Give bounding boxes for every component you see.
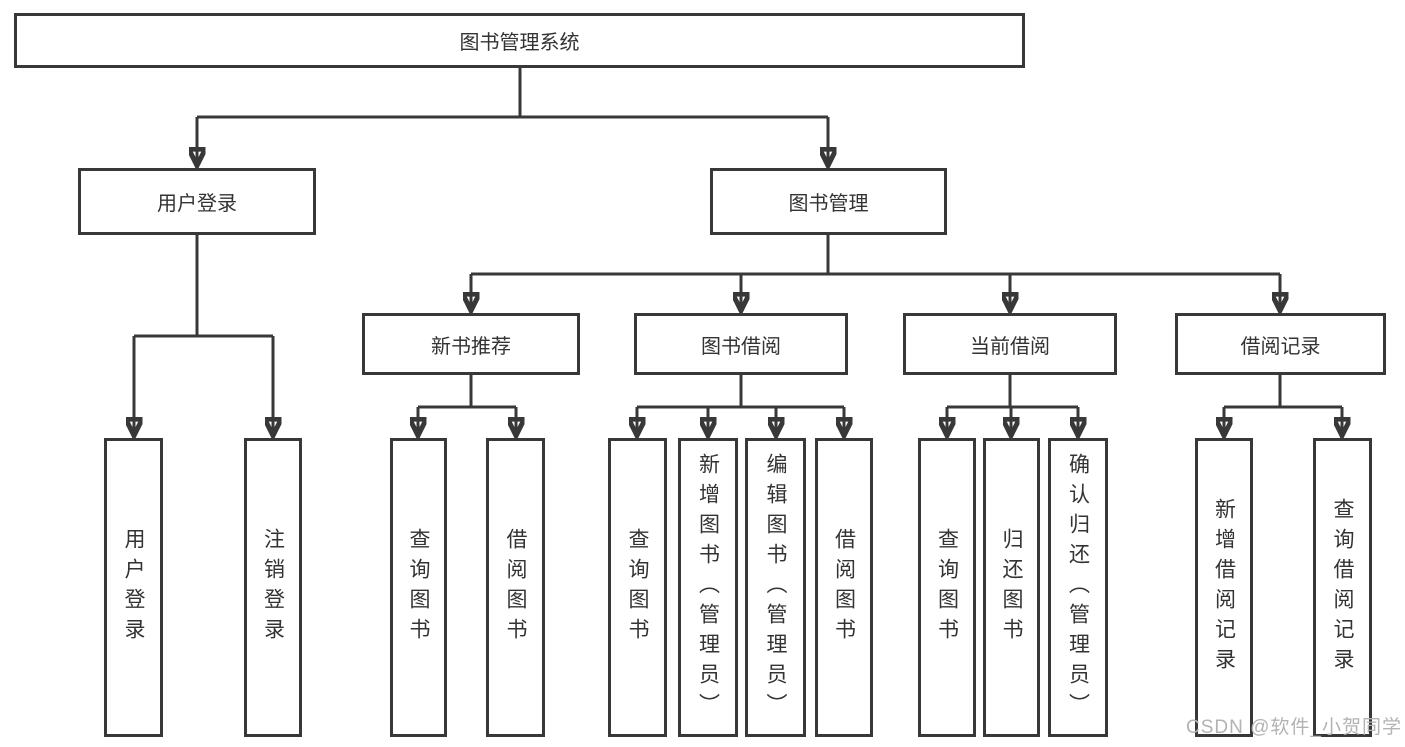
node-book-management: 图书管理: [710, 168, 947, 235]
node-user-login: 用户登录: [78, 168, 316, 235]
leaf-borrow-books-borrowing: 借阅图书: [815, 438, 873, 737]
node-current-borrowing: 当前借阅: [903, 313, 1117, 375]
connector-current-borrow-children: [947, 375, 1078, 434]
leaf-add-books-admin: 新增图书（管理员）: [678, 438, 738, 737]
leaf-confirm-return-admin: 确认归还（管理员）: [1048, 438, 1108, 737]
leaf-query-books-borrowing: 查询图书: [608, 438, 667, 737]
leaf-edit-books-admin: 编辑图书（管理员）: [745, 438, 806, 737]
leaf-query-books-recommend: 查询图书: [390, 438, 447, 737]
connector-borrowing-children: [637, 375, 844, 434]
node-new-book-recommendation: 新书推荐: [362, 313, 580, 375]
leaf-return-books: 归还图书: [983, 438, 1040, 737]
node-library-management-system: 图书管理系统: [14, 13, 1025, 68]
connector-recommendation-children: [418, 375, 516, 434]
node-borrowing-records: 借阅记录: [1175, 313, 1386, 375]
connector-root-to-level2: [197, 68, 828, 164]
node-book-borrowing: 图书借阅: [634, 313, 848, 375]
leaf-borrow-books-recommend: 借阅图书: [486, 438, 545, 737]
leaf-add-borrow-record: 新增借阅记录: [1195, 438, 1253, 737]
connector-user-login-children: [134, 235, 273, 434]
leaf-user-login: 用户登录: [104, 438, 163, 737]
leaf-query-books-current: 查询图书: [918, 438, 976, 737]
connector-records-children: [1224, 375, 1342, 434]
leaf-logout: 注销登录: [244, 438, 302, 737]
watermark-text: CSDN @软件_小贺同学: [1186, 717, 1402, 738]
connector-book-management-children: [471, 235, 1280, 309]
leaf-query-borrow-record: 查询借阅记录: [1313, 438, 1372, 737]
